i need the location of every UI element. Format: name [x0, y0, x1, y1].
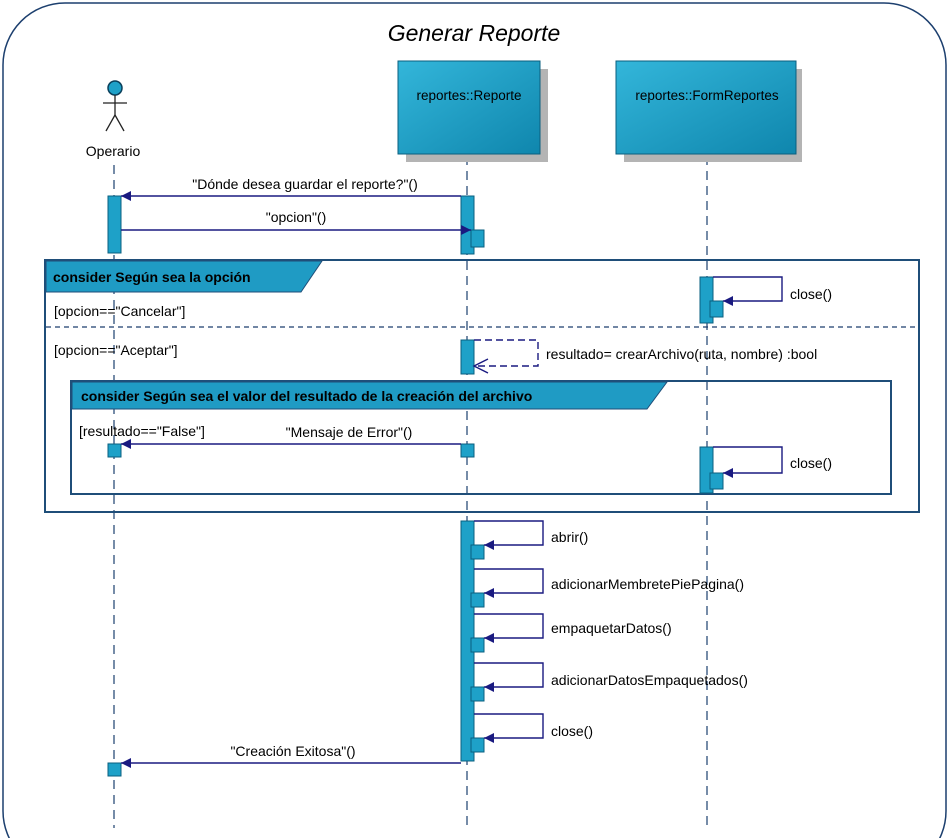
fragment-outer: consider Según sea la opción [opcion=="C… [44, 259, 920, 513]
activation-empaquetar [470, 637, 485, 653]
guard-cancel: [opcion=="Cancelar"] [54, 303, 185, 319]
diagram-title: Generar Reporte [388, 20, 561, 46]
activation-reporte-2 [460, 339, 475, 375]
activation-form-1-nested [709, 300, 724, 318]
activation-bars [107, 195, 724, 777]
fragment-inner: consider Según sea el valor del resultad… [70, 380, 892, 495]
activation-operario-3 [107, 762, 122, 777]
message-empaquetar [474, 613, 544, 643]
message-close-false [713, 446, 783, 478]
actor-operario: Operario [86, 80, 141, 159]
message-crear-archivo [474, 339, 539, 367]
guard-false: [resultado=="False"] [79, 423, 205, 439]
activation-reporte-1-nested [470, 229, 485, 248]
lifeline-head-form: reportes::FormReportes [615, 60, 802, 162]
lifeline-head-form-label: reportes::FormReportes [635, 88, 779, 103]
label-opcion: "opcion"() [266, 209, 327, 225]
label-close-final: close() [551, 723, 593, 739]
activation-reporte-3 [460, 443, 475, 458]
message-membrete [474, 568, 544, 598]
label-crear-archivo: resultado= crearArchivo(ruta, nombre) :b… [546, 346, 817, 362]
label-mensaje-error: "Mensaje de Error"() [286, 424, 413, 440]
label-abrir: abrir() [551, 529, 588, 545]
actor-head-icon [107, 80, 123, 96]
activation-form-2-nested [709, 472, 724, 490]
message-abrir [474, 520, 544, 550]
activation-membrete [470, 592, 485, 608]
message-adicionar-datos [474, 662, 544, 692]
guard-accept: [opcion=="Aceptar"] [54, 342, 178, 358]
activation-abrir [470, 544, 485, 560]
lifeline-head-reporte: reportes::Reporte [397, 60, 548, 162]
activation-operario-2 [107, 443, 122, 458]
lifeline-head-reporte-label: reportes::Reporte [416, 88, 521, 103]
activation-adicionar-datos [470, 686, 485, 702]
message-close-cancel [713, 276, 783, 306]
label-membrete: adicionarMembretePiePagina() [551, 576, 744, 592]
fragment-outer-title: consider Según sea la opción [53, 269, 251, 285]
label-close-false: close() [790, 455, 832, 471]
activation-operario-1 [107, 195, 122, 254]
return-arrowhead [472, 358, 489, 374]
label-donde-guardar: "Dónde desea guardar el reporte?"() [192, 176, 418, 192]
activation-close-final [470, 737, 485, 753]
label-adicionar-datos: adicionarDatosEmpaquetados() [551, 672, 748, 688]
fragment-inner-title: consider Según sea el valor del resultad… [81, 388, 532, 404]
actor-label: Operario [86, 143, 141, 159]
message-close-final [474, 713, 544, 743]
label-close-cancel: close() [790, 286, 832, 302]
label-empaquetar: empaquetarDatos() [551, 620, 672, 636]
label-creacion-exitosa: "Creación Exitosa"() [230, 743, 355, 759]
